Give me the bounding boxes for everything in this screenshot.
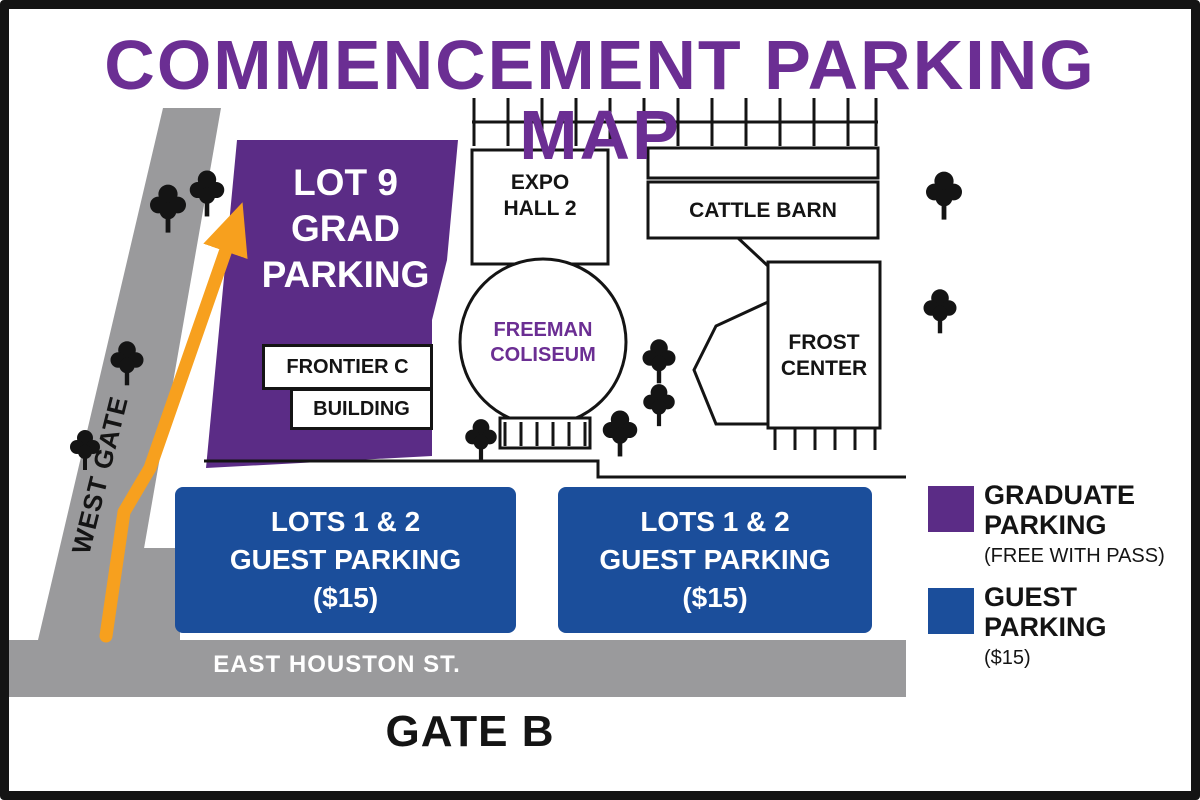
coliseum-entrance-gates xyxy=(503,422,587,446)
legend-guest-label: GUEST PARKING xyxy=(984,582,1107,642)
frost-parking-spaces xyxy=(773,428,877,450)
west-gate-road-widening xyxy=(122,548,180,640)
tree-icon xyxy=(926,172,962,220)
expo-hall-building xyxy=(470,148,610,266)
east-houston-road-label: EAST HOUSTON ST. xyxy=(213,651,461,678)
legend-graduate-note: (FREE WITH PASS) xyxy=(984,545,1165,567)
frost-center-label: FROST CENTER xyxy=(780,331,868,381)
frost-annex-outline xyxy=(692,300,769,426)
guest-parking-lot-east: LOTS 1 & 2 GUEST PARKING ($15) xyxy=(558,487,872,633)
page-title: COMMENCEMENT PARKING MAP xyxy=(104,26,1096,174)
cattle-barn-building xyxy=(646,180,880,240)
legend-guest-swatch xyxy=(928,588,974,634)
frost-center-building xyxy=(766,260,882,430)
grounds-boundary-line xyxy=(204,459,906,479)
tree-icon xyxy=(603,410,638,456)
legend-graduate-swatch xyxy=(928,486,974,532)
lot9-grad-parking-label: LOT 9 GRAD PARKING xyxy=(261,162,430,295)
legend-graduate-label: GRADUATE PARKING xyxy=(984,480,1135,540)
east-houston-road xyxy=(9,640,906,697)
tree-icon xyxy=(643,339,676,383)
top-parking-spaces xyxy=(472,98,878,146)
tree-icon xyxy=(465,419,497,461)
grad-route-arrow xyxy=(99,202,248,643)
west-gate-road xyxy=(38,108,221,640)
freeman-coliseum-label: FREEMAN COLISEUM xyxy=(490,319,596,366)
legend-guest-note: ($15) xyxy=(984,647,1031,669)
cattle-barn-label: CATTLE BARN xyxy=(689,199,837,222)
tree-icon xyxy=(643,384,675,426)
barn-frost-connector xyxy=(736,236,770,268)
guest-parking-lot-west: LOTS 1 & 2 GUEST PARKING ($15) xyxy=(175,487,516,633)
building-label-box: BUILDING xyxy=(290,388,433,430)
gate-b-label: GATE B xyxy=(385,707,555,756)
expo-hall-label: EXPO HALL 2 xyxy=(503,171,577,221)
frontier-c-label-box: FRONTIER C xyxy=(262,344,433,390)
tree-icon xyxy=(924,289,957,333)
coliseum-entrance xyxy=(498,416,592,450)
barn-annex-building xyxy=(646,146,880,180)
